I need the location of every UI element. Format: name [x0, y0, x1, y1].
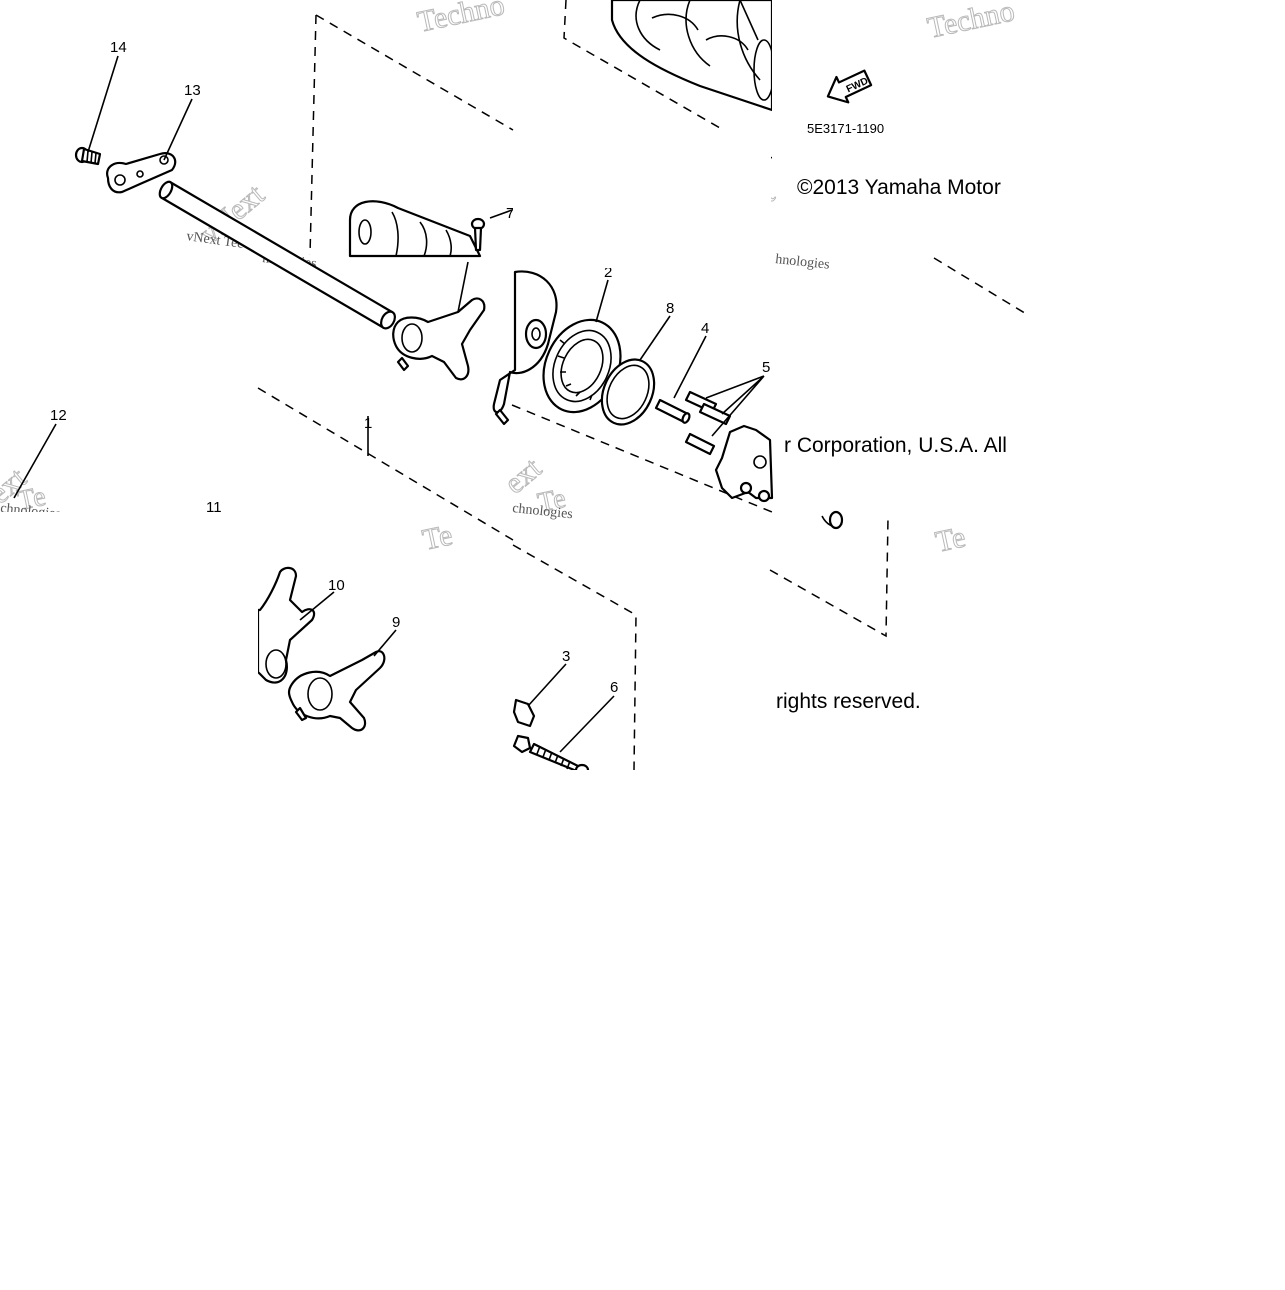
drum-end-housing	[492, 270, 558, 426]
shift-drum	[610, 0, 775, 112]
part-10-shift-fork	[256, 566, 316, 684]
callout-2: 2	[604, 264, 612, 281]
watermark-te-1: Te	[420, 518, 456, 556]
part-13-stopper-plate	[106, 152, 177, 194]
part-9-shift-fork	[287, 650, 386, 732]
shift-cam-star	[714, 424, 844, 530]
part-11-guide-bar	[158, 180, 396, 330]
part-1-segment	[348, 200, 482, 258]
watermark-chnologies-2: chnologies	[512, 501, 574, 522]
callout-9: 9	[392, 614, 400, 631]
callout-8: 8	[666, 300, 674, 317]
callout-4: 4	[701, 320, 709, 337]
callout-5: 5	[762, 359, 770, 376]
part-7-screw	[470, 217, 486, 252]
part-5-pins	[684, 390, 732, 456]
callout-12: 12	[50, 407, 67, 424]
callout-numbers: 14 13 12 11 7 2 8 4 5 1 10 9 3 6	[50, 39, 770, 696]
copyright-line-1: ©2013 Yamaha Motor	[797, 176, 1001, 199]
part-8-ring	[600, 358, 656, 426]
callout-10: 10	[328, 577, 345, 594]
part-14-screw	[74, 146, 102, 166]
copyright-line-3: rights reserved.	[776, 690, 921, 713]
watermark-techno-1: Techno	[415, 0, 508, 39]
callout-6: 6	[610, 679, 618, 696]
shift-fork-main	[392, 261, 486, 381]
copyright-line-2: r Corporation, U.S.A. All	[784, 434, 1007, 457]
callout-3: 3	[562, 648, 570, 665]
callout-leaders	[13, 55, 765, 753]
part-4-pin	[654, 398, 691, 424]
fwd-arrow-icon: FWD	[826, 69, 873, 104]
part-3-nut	[512, 698, 536, 754]
part-2-bearing	[542, 318, 622, 414]
part-code-label: 5E3171-1190	[807, 121, 884, 136]
assembly-dashed-lines	[257, 0, 1029, 771]
callout-13: 13	[184, 82, 201, 99]
watermark-techno-2: Techno	[925, 0, 1018, 45]
callout-11: 11	[206, 499, 222, 516]
watermark-hnologies-1: hnologies	[775, 252, 831, 273]
callout-7: 7	[506, 205, 514, 222]
callout-1: 1	[364, 415, 372, 432]
watermark-te-2: Te	[933, 520, 969, 558]
callout-14: 14	[110, 39, 127, 56]
